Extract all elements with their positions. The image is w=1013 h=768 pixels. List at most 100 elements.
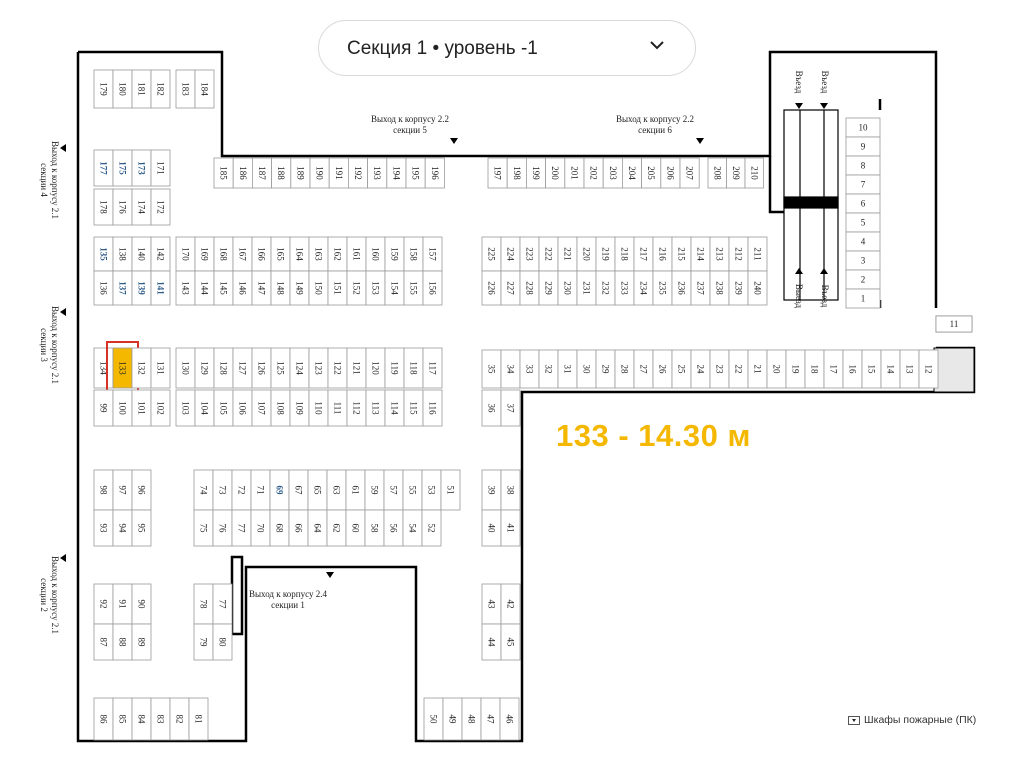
parking-spot[interactable]: 195	[405, 157, 426, 189]
parking-spot[interactable]: 107	[251, 389, 272, 427]
parking-spot[interactable]: 31	[557, 349, 578, 389]
parking-spot[interactable]: 22	[728, 349, 749, 389]
parking-spot[interactable]: 209	[726, 157, 746, 189]
parking-spot[interactable]: 233	[614, 270, 635, 306]
parking-spot[interactable]: 110	[308, 389, 329, 427]
parking-spot[interactable]: 194	[386, 157, 407, 189]
parking-spot[interactable]: 238	[709, 270, 730, 306]
parking-spot[interactable]: 81	[188, 697, 209, 741]
parking-spot[interactable]: 158	[403, 236, 424, 272]
parking-spot[interactable]: 78	[193, 583, 214, 625]
parking-spot[interactable]: 112	[346, 389, 367, 427]
parking-spot[interactable]: 164	[289, 236, 310, 272]
parking-spot[interactable]: 44	[481, 623, 502, 661]
parking-spot[interactable]: 84	[131, 697, 152, 741]
parking-spot[interactable]: 4	[845, 231, 881, 252]
parking-spot[interactable]: 134	[93, 347, 114, 389]
parking-spot[interactable]: 30	[576, 349, 597, 389]
parking-spot[interactable]: 76	[212, 509, 233, 547]
parking-spot[interactable]: 32	[538, 349, 559, 389]
parking-spot[interactable]: 228	[519, 270, 540, 306]
parking-spot[interactable]: 46	[499, 697, 520, 741]
parking-spot[interactable]: 33	[519, 349, 540, 389]
parking-spot[interactable]: 58	[364, 509, 385, 547]
parking-spot[interactable]: 5	[845, 212, 881, 233]
parking-spot[interactable]: 156	[422, 270, 443, 306]
parking-spot[interactable]: 224	[500, 236, 521, 272]
parking-spot[interactable]: 54	[402, 509, 423, 547]
parking-spot[interactable]: 14	[880, 349, 901, 389]
parking-spot[interactable]: 200	[545, 157, 566, 189]
parking-spot[interactable]: 226	[481, 270, 502, 306]
parking-spot[interactable]: 235	[652, 270, 673, 306]
parking-spot[interactable]: 20	[766, 349, 787, 389]
parking-spot[interactable]: 3	[845, 250, 881, 271]
parking-spot[interactable]: 62	[326, 509, 347, 547]
parking-spot[interactable]: 227	[500, 270, 521, 306]
parking-spot[interactable]: 150	[308, 270, 329, 306]
parking-spot[interactable]: 9	[845, 136, 881, 157]
parking-spot[interactable]: 80	[212, 623, 233, 661]
parking-spot[interactable]: 45	[500, 623, 521, 661]
parking-spot[interactable]: 149	[289, 270, 310, 306]
parking-spot[interactable]: 40	[481, 509, 502, 547]
parking-spot[interactable]: 117	[422, 347, 443, 389]
parking-spot[interactable]: 55	[402, 469, 423, 511]
parking-spot[interactable]: 101	[131, 389, 152, 427]
parking-spot[interactable]: 129	[194, 347, 215, 389]
parking-spot[interactable]: 133	[112, 347, 133, 389]
parking-spot[interactable]: 230	[557, 270, 578, 306]
parking-spot[interactable]: 236	[671, 270, 692, 306]
parking-spot[interactable]: 72	[231, 469, 252, 511]
parking-spot[interactable]: 212	[728, 236, 749, 272]
parking-spot[interactable]: 41	[500, 509, 521, 547]
parking-spot[interactable]: 219	[595, 236, 616, 272]
parking-spot[interactable]: 234	[633, 270, 654, 306]
parking-spot[interactable]: 143	[175, 270, 196, 306]
parking-spot[interactable]: 34	[500, 349, 521, 389]
parking-spot[interactable]: 192	[347, 157, 368, 189]
parking-spot[interactable]: 124	[289, 347, 310, 389]
parking-spot[interactable]: 145	[213, 270, 234, 306]
parking-spot[interactable]: 114	[384, 389, 405, 427]
parking-spot[interactable]: 7	[845, 174, 881, 195]
parking-spot[interactable]: 221	[557, 236, 578, 272]
parking-spot[interactable]: 167	[232, 236, 253, 272]
parking-spot[interactable]: 16	[842, 349, 863, 389]
parking-spot[interactable]: 11	[935, 315, 973, 333]
parking-spot[interactable]: 65	[307, 469, 328, 511]
parking-spot[interactable]: 29	[595, 349, 616, 389]
parking-spot[interactable]: 70	[250, 509, 271, 547]
parking-spot[interactable]: 49	[442, 697, 463, 741]
parking-spot[interactable]: 50	[423, 697, 444, 741]
parking-spot[interactable]: 202	[583, 157, 604, 189]
parking-spot[interactable]: 43	[481, 583, 502, 625]
parking-spot[interactable]: 193	[367, 157, 388, 189]
parking-spot[interactable]: 69	[269, 469, 290, 511]
parking-spot[interactable]: 47	[480, 697, 501, 741]
parking-spot[interactable]: 87	[93, 623, 114, 661]
parking-spot[interactable]: 154	[384, 270, 405, 306]
parking-spot[interactable]: 39	[481, 469, 502, 511]
parking-spot[interactable]: 57	[383, 469, 404, 511]
parking-spot[interactable]: 237	[690, 270, 711, 306]
parking-spot[interactable]: 63	[326, 469, 347, 511]
parking-spot[interactable]: 42	[500, 583, 521, 625]
parking-spot[interactable]: 205	[641, 157, 662, 189]
parking-spot[interactable]: 204	[622, 157, 643, 189]
parking-spot[interactable]: 240	[747, 270, 768, 306]
parking-spot[interactable]: 94	[112, 509, 133, 547]
parking-spot[interactable]: 151	[327, 270, 348, 306]
parking-spot[interactable]: 172	[150, 188, 171, 226]
parking-spot[interactable]: 162	[327, 236, 348, 272]
parking-spot[interactable]: 82	[169, 697, 190, 741]
parking-spot[interactable]: 77	[231, 509, 252, 547]
parking-spot[interactable]: 171	[150, 149, 171, 187]
parking-spot[interactable]: 26	[652, 349, 673, 389]
parking-spot[interactable]: 52	[421, 509, 442, 547]
parking-spot[interactable]: 211	[747, 236, 768, 272]
parking-spot[interactable]: 61	[345, 469, 366, 511]
parking-spot[interactable]: 79	[193, 623, 214, 661]
parking-spot[interactable]: 199	[526, 157, 547, 189]
parking-spot[interactable]: 97	[112, 469, 133, 511]
